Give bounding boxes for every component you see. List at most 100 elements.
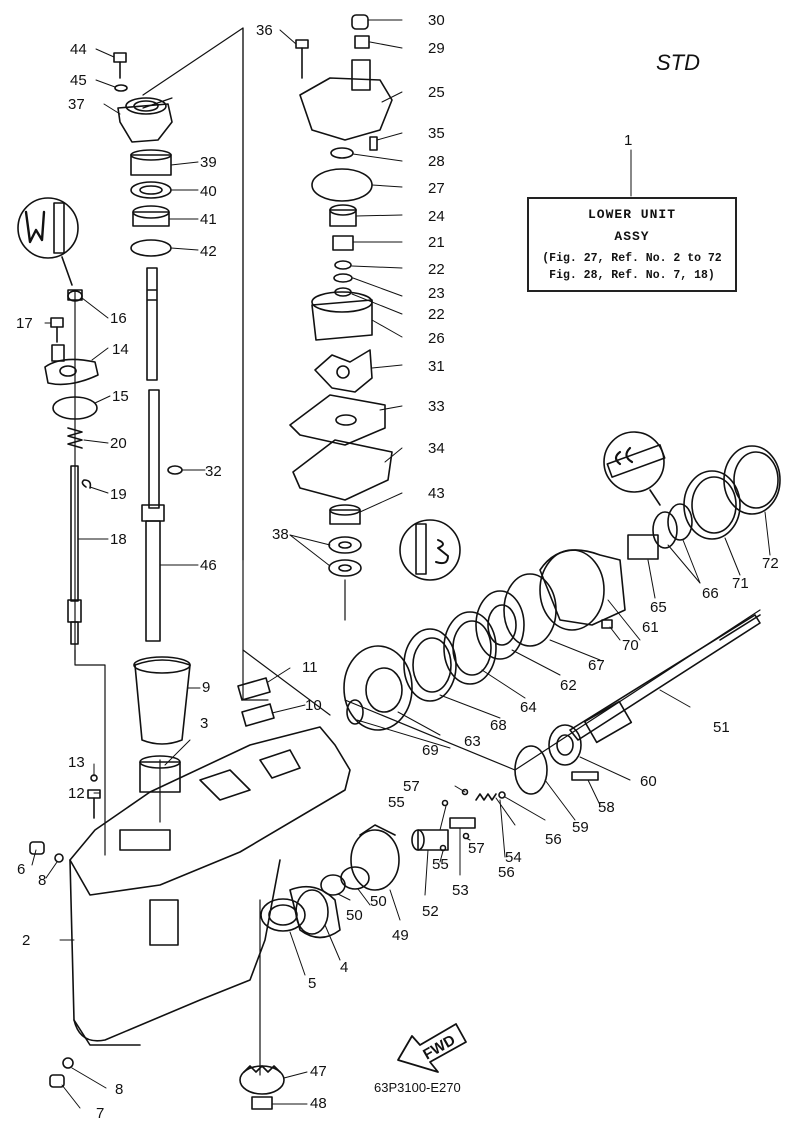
part-56-ball	[498, 791, 506, 799]
part-8b-gasket	[62, 1057, 74, 1069]
shift-rod-group	[17, 197, 99, 645]
part-46-drive-shaft	[141, 267, 165, 642]
part-4-bearing	[289, 885, 341, 939]
callout-46: 46	[200, 557, 217, 574]
propeller-shaft-group	[260, 614, 761, 939]
part-71-ring	[683, 470, 741, 540]
part-18-shift-rod	[67, 465, 82, 645]
part-35-pin	[369, 136, 378, 151]
callout-5: 5	[308, 975, 316, 992]
part-65-bearing	[627, 534, 659, 560]
part-43-seal	[329, 504, 361, 525]
callout-59: 59	[572, 819, 589, 836]
part-6-plug	[29, 841, 45, 855]
fwd-arrow-icon: FWD	[397, 1023, 467, 1073]
part-55b-ball	[439, 844, 447, 852]
callout-43: 43	[428, 485, 445, 502]
callout-51: 51	[713, 719, 730, 736]
callout-50b: 50	[370, 893, 387, 910]
callout-47: 47	[310, 1063, 327, 1080]
part-31-impeller	[314, 349, 373, 393]
inset-magnifier-j	[399, 519, 461, 581]
part-63-gear	[343, 645, 413, 731]
callout-40: 40	[200, 183, 217, 200]
part-17-bolt	[50, 317, 64, 343]
part-25-pump-housing	[299, 59, 393, 141]
callout-68: 68	[490, 717, 507, 734]
callout-49: 49	[392, 927, 409, 944]
callout-70: 70	[622, 637, 639, 654]
callout-72: 72	[762, 555, 779, 572]
callout-6: 6	[17, 861, 25, 878]
callout-57a: 57	[403, 778, 420, 795]
part-42-o-ring	[130, 239, 172, 257]
part-68-shim	[403, 628, 457, 702]
part-33-plate	[289, 394, 386, 446]
callout-65: 65	[650, 599, 667, 616]
callout-14: 14	[112, 341, 129, 358]
callout-53: 53	[452, 882, 469, 899]
callout-13: 13	[68, 754, 85, 771]
part-2-lower-case	[69, 726, 351, 1046]
part-20-spring	[67, 427, 83, 449]
part-69-ring	[346, 699, 364, 725]
part-30-grommet	[351, 14, 369, 30]
callout-30: 30	[428, 12, 445, 29]
callout-69: 69	[422, 742, 439, 759]
callout-54: 54	[505, 849, 522, 866]
leader-lines	[31, 19, 771, 1109]
callout-15: 15	[112, 388, 129, 405]
callout-28: 28	[428, 153, 445, 170]
callout-41: 41	[200, 211, 217, 228]
drive-shaft-group	[113, 52, 183, 642]
callout-4: 4	[340, 959, 348, 976]
callout-58: 58	[598, 799, 615, 816]
callout-7: 7	[96, 1105, 104, 1122]
callout-63: 63	[464, 733, 481, 750]
assembly-line-1: LOWER UNIT	[587, 207, 676, 222]
callout-16: 16	[110, 310, 127, 327]
callout-50a: 50	[346, 907, 363, 924]
callout-45: 45	[70, 72, 87, 89]
part-37-housing	[117, 97, 173, 143]
callout-64: 64	[520, 699, 537, 716]
callout-22b: 22	[428, 306, 445, 323]
part-50-bearings	[320, 866, 370, 896]
assembly-line-2: ASSY	[614, 229, 650, 244]
assembly-line-4: Fig. 28, Ref. No. 7, 18)	[549, 268, 715, 282]
part-52-dog-clutch	[411, 829, 449, 851]
callout-61: 61	[642, 619, 659, 636]
reverse-gear-group	[343, 431, 781, 731]
callout-52: 52	[422, 903, 439, 920]
callout-8a: 8	[38, 872, 46, 889]
part-29-seal	[354, 35, 370, 49]
callout-23: 23	[428, 285, 445, 302]
part-44-bolt	[113, 52, 127, 79]
callout-67: 67	[588, 657, 605, 674]
callout-8b: 8	[115, 1081, 123, 1098]
part-23-washer	[333, 273, 353, 283]
part-45-washer	[114, 84, 128, 92]
part-72-cover	[723, 445, 781, 515]
part-8a-gasket	[54, 853, 64, 863]
callout-62: 62	[560, 677, 577, 694]
part-66-seals	[652, 503, 693, 549]
callout-31: 31	[428, 358, 445, 375]
part-39-bearing	[130, 149, 172, 176]
callout-39: 39	[200, 154, 217, 171]
part-21-collar	[332, 235, 354, 251]
callout-71: 71	[732, 575, 749, 592]
callout-66: 66	[702, 585, 719, 602]
callout-55b: 55	[432, 856, 449, 873]
callout-20: 20	[110, 435, 127, 452]
part-53-pin	[449, 817, 476, 829]
part-57a-ball	[461, 788, 469, 796]
assembly-line-3: (Fig. 27, Ref. No. 2 to 72	[542, 252, 722, 265]
part-51-propeller-shaft	[569, 614, 761, 744]
part-62-bearing	[475, 590, 525, 660]
standard-label: STD	[656, 50, 700, 75]
part-64-shim	[443, 611, 497, 685]
callout-55a: 55	[388, 794, 405, 811]
part-27-o-ring	[311, 168, 373, 202]
callout-57b: 57	[468, 840, 485, 857]
